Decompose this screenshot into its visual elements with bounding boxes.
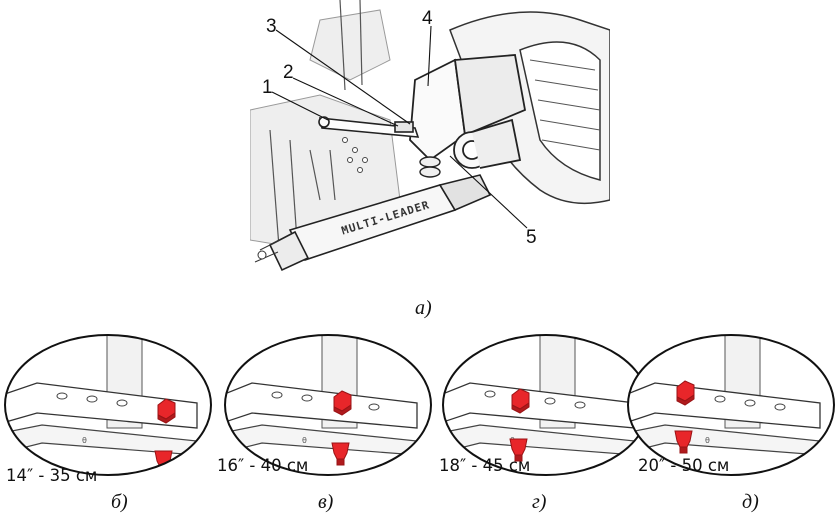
spacing-label-d: 20″ - 50 см [638, 456, 730, 475]
svg-text:θ: θ [705, 436, 710, 445]
detail-view-g: θ [442, 334, 650, 476]
callout-2: 2 [283, 62, 294, 83]
bolt-bottom [674, 430, 693, 454]
bolt-top [676, 380, 695, 406]
svg-text:θ: θ [302, 436, 307, 445]
caption-g: г) [532, 491, 547, 513]
caption-d: д) [742, 491, 759, 513]
bolt-top [333, 390, 352, 416]
bolt-top [157, 398, 176, 424]
bolt-top [511, 388, 530, 414]
caption-main: а) [415, 297, 432, 319]
callout-5: 5 [526, 227, 537, 248]
detail-view-d: θ [627, 334, 835, 476]
bolt-bottom [509, 438, 528, 462]
caption-b: б) [111, 491, 128, 513]
callout-1: 1 [262, 77, 273, 98]
detail-view-b: θ [4, 334, 212, 476]
spacing-label-g: 18″ - 45 см [439, 456, 531, 475]
detail-view-v: θ [224, 334, 432, 476]
callout-3: 3 [266, 16, 277, 37]
spacing-label-v: 16″ - 40 см [217, 456, 309, 475]
spacing-label-b: 14″ - 35 см [6, 466, 98, 485]
callout-4: 4 [422, 8, 433, 29]
bolt-bottom [331, 442, 350, 466]
svg-text:θ: θ [82, 436, 87, 445]
caption-v: в) [318, 491, 334, 513]
main-illustration [250, 0, 610, 272]
